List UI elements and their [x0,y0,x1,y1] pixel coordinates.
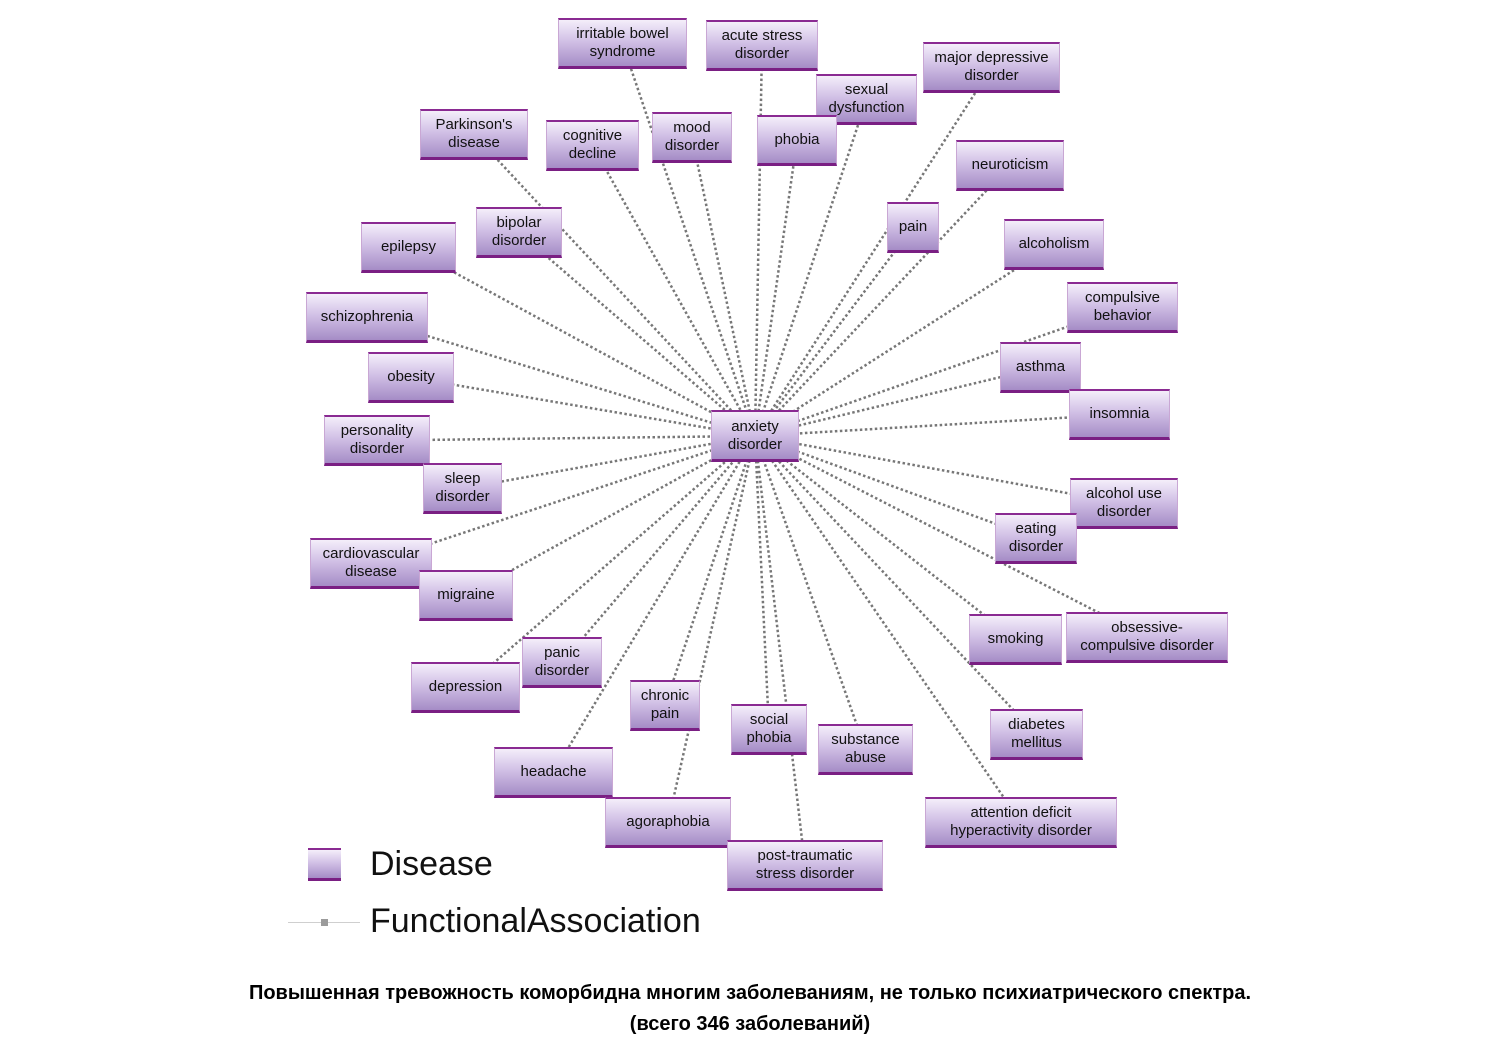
node-chronic[interactable]: chronic pain [630,680,700,731]
caption-line-2: (всего 346 заболеваний) [629,1013,871,1035]
edge-headache [552,435,757,774]
legend-association-dot [321,919,328,926]
edge-cognitive [591,144,757,437]
node-acute[interactable]: acute stress disorder [706,20,818,71]
edge-substance [753,435,867,750]
caption-line-1: Повышенная тревожность коморбидна многим… [248,982,1252,1004]
node-depression[interactable]: depression [411,662,520,713]
legend-disease-swatch [308,848,341,881]
edge-ocd [754,434,1148,639]
edge-personality [376,434,756,442]
edge-cardio [370,434,756,565]
edge-pain [754,226,914,437]
edge-asthma [754,366,1041,438]
node-center-anxiety-disorder[interactable]: anxiety disorder [711,410,799,462]
edge-ibs [621,43,757,437]
node-agoraphobia[interactable]: agoraphobia [605,797,731,848]
node-eating[interactable]: eating disorder [995,513,1077,564]
edge-epilepsy [407,246,756,438]
edge-obesity [410,376,756,438]
edge-chronic [663,435,757,706]
edge-insomnia [754,413,1120,438]
node-panic[interactable]: panic disorder [522,637,602,688]
node-headache[interactable]: headache [494,747,613,798]
edge-bipolar [518,231,756,437]
edge-alcoholism [754,243,1055,438]
edge-migraine [465,434,756,597]
edge-ptsd [753,435,807,866]
edge-parkinson [473,133,756,437]
node-neuroticism[interactable]: neuroticism [956,140,1064,191]
edge-social [753,435,771,730]
node-parkinson[interactable]: Parkinson's disease [420,109,528,160]
edge-depression [464,435,756,689]
node-cardio[interactable]: cardiovascular disease [310,538,432,589]
node-obesity[interactable]: obesity [368,352,454,403]
node-smoking[interactable]: smoking [969,614,1062,665]
node-compulsive[interactable]: compulsive behavior [1067,282,1178,333]
node-ibs[interactable]: irritable bowel syndrome [558,18,687,69]
edge-alcoholuse [754,434,1125,505]
edge-phobia [753,140,799,437]
node-personality[interactable]: personality disorder [324,415,430,466]
node-insomnia[interactable]: insomnia [1069,389,1170,440]
edge-agoraphobia [666,435,757,823]
node-adhd[interactable]: attention deficit hyperactivity disorder [925,797,1117,848]
node-substance[interactable]: substance abuse [818,724,913,775]
edge-sexual [753,99,868,437]
legend-association-label: FunctionalAssociation [370,902,701,940]
node-sleep[interactable]: sleep disorder [423,463,502,514]
node-bipolar[interactable]: bipolar disorder [476,207,562,258]
edge-panic [561,435,756,664]
edge-acute [753,45,764,437]
node-alcoholism[interactable]: alcoholism [1004,219,1104,270]
node-epilepsy[interactable]: epilepsy [361,222,456,273]
edge-neuroticism [754,164,1011,437]
node-alcoholuse[interactable]: alcohol use disorder [1070,478,1178,529]
node-diabetes[interactable]: diabetes mellitus [990,709,1083,760]
node-mood[interactable]: mood disorder [652,112,732,163]
legend-disease-label: Disease [370,845,493,883]
node-asthma[interactable]: asthma [1000,342,1081,393]
node-cognitive[interactable]: cognitive decline [546,120,639,171]
edge-adhd [753,435,1023,824]
node-social[interactable]: social phobia [731,704,807,755]
node-ptsd[interactable]: post-traumatic stress disorder [727,840,883,891]
node-phobia[interactable]: phobia [757,115,837,166]
edge-diabetes [754,435,1038,736]
node-ocd[interactable]: obsessive- compulsive disorder [1066,612,1228,663]
node-schizophrenia[interactable]: schizophrenia [306,292,428,343]
node-pain[interactable]: pain [887,202,939,253]
edge-mood [690,137,757,437]
node-migraine[interactable]: migraine [419,570,513,621]
edge-smoking [754,435,1017,641]
node-mdd[interactable]: major depressive disorder [923,42,1060,93]
